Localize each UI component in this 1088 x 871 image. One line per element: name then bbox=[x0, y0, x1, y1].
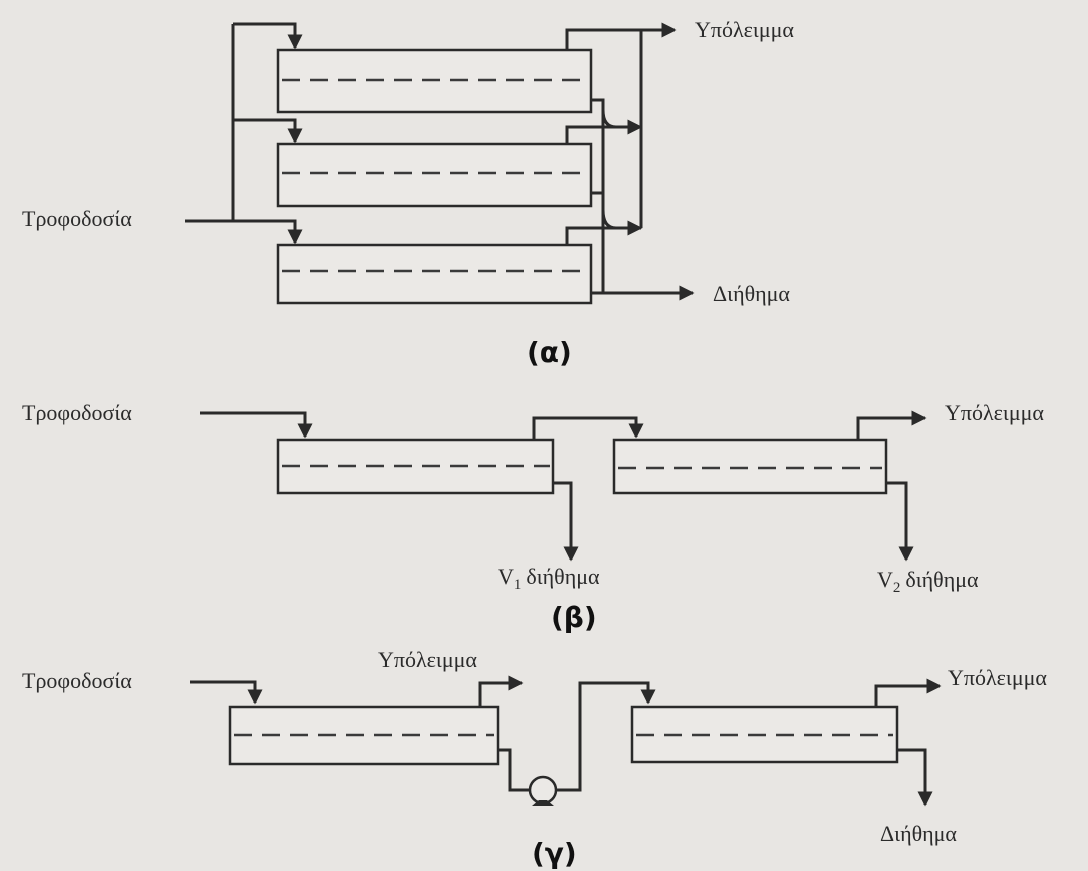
panel-c: Τροφοδοσία Υπόλειμμα Υπόλειμμα Διήθημα (… bbox=[22, 647, 1047, 870]
retentate-arrow-c2 bbox=[874, 678, 942, 707]
permeate-out-c2 bbox=[897, 748, 933, 807]
retentate-label-b: Υπόλειμμα bbox=[945, 400, 1044, 425]
membrane-module-a2 bbox=[276, 142, 593, 208]
caption-c: (γ) bbox=[532, 837, 577, 870]
permeate-junction-1 bbox=[601, 109, 617, 129]
retentate-arrow-c1 bbox=[478, 675, 524, 707]
feed-branch-1 bbox=[233, 22, 303, 50]
permeate-junction-2 bbox=[601, 209, 617, 230]
retentate-label-c2: Υπόλειμμα bbox=[948, 665, 1047, 690]
retentate-transfer-b bbox=[532, 416, 644, 440]
feed-branch-3 bbox=[233, 219, 303, 245]
pump-to-stage2 bbox=[556, 681, 656, 792]
retentate-arrow-b bbox=[856, 410, 927, 440]
pump-icon bbox=[528, 775, 558, 806]
retentate-out-1 bbox=[565, 28, 641, 50]
feed-label-c: Τροφοδοσία bbox=[22, 668, 132, 693]
panel-a: Τροφοδοσία Υπόλειμμα Διήθημα (α) bbox=[22, 17, 794, 369]
permeate-out-b2 bbox=[886, 481, 914, 562]
permeate-label-a: Διήθημα bbox=[713, 281, 790, 306]
permeate-collector-a bbox=[591, 98, 605, 293]
permeate-out-b1 bbox=[553, 481, 579, 562]
retentate-label-c1: Υπόλειμμα bbox=[378, 647, 477, 672]
feed-branch-2 bbox=[233, 118, 303, 144]
permeate-label-c: Διήθημα bbox=[880, 821, 957, 846]
feed-line-c bbox=[190, 680, 263, 705]
membrane-module-a3 bbox=[276, 243, 593, 305]
feed-label-a: Τροφοδοσία bbox=[22, 206, 132, 231]
permeate-to-pump bbox=[498, 748, 530, 792]
membrane-module-b2 bbox=[612, 438, 888, 495]
feed-line-b bbox=[200, 411, 313, 439]
retentate-label-a: Υπόλειμμα bbox=[695, 17, 794, 42]
feed-label-b: Τροφοδοσία bbox=[22, 400, 132, 425]
caption-b: (β) bbox=[551, 601, 597, 634]
caption-a: (α) bbox=[527, 336, 572, 369]
